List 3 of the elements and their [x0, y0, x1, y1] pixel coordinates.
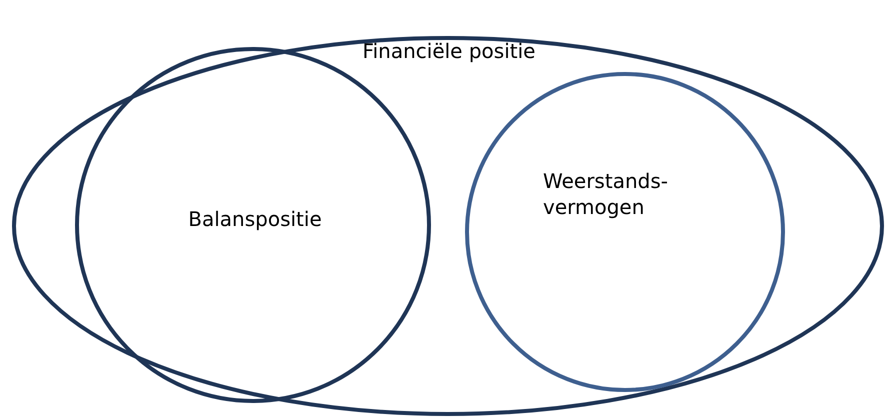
circle-label: Balanspositie — [187, 206, 323, 232]
circle-label: Weerstands- vermogen — [543, 168, 669, 220]
group-title: Financiële positie — [362, 38, 536, 64]
